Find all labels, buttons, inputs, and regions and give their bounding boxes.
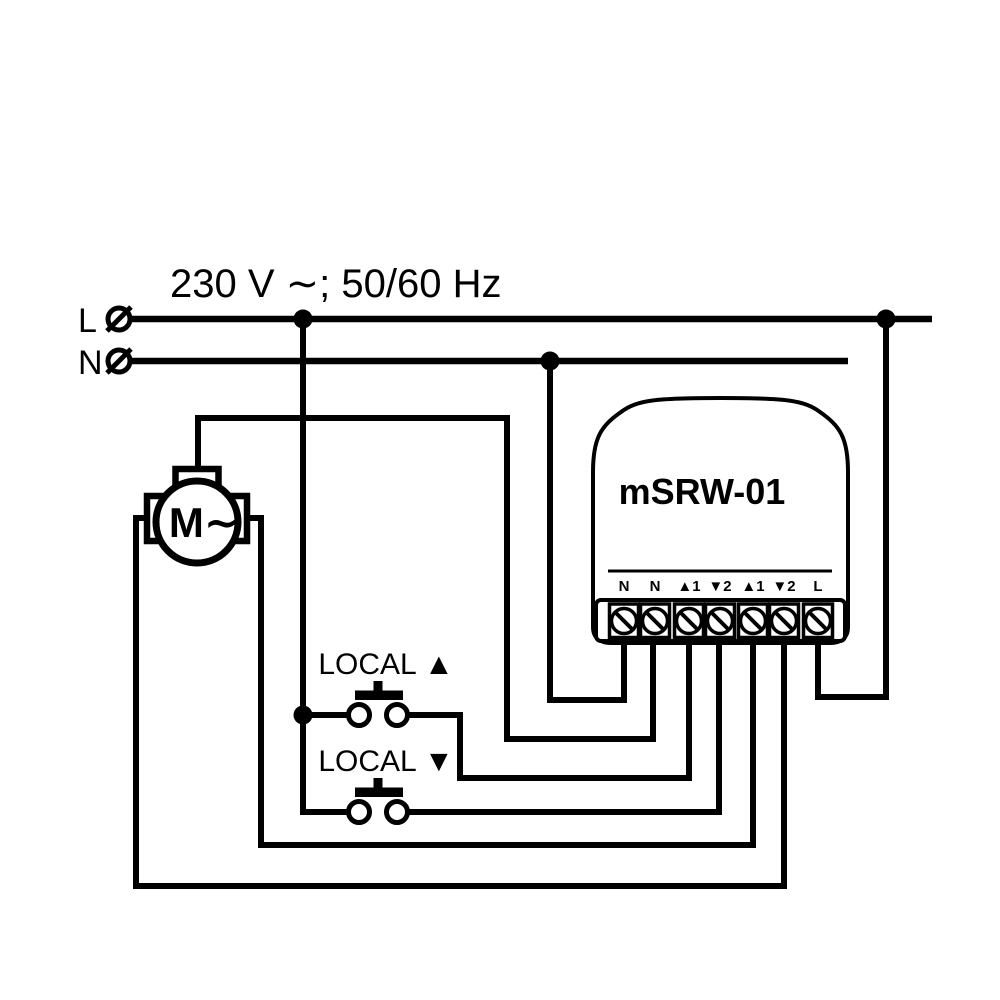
junction-dot bbox=[293, 705, 313, 725]
screw-terminal-icon bbox=[767, 602, 801, 640]
screw-terminal-icon bbox=[607, 602, 641, 640]
device-msrw01: mSRW-01 N N ▲1 ▼2 ▲1 ▼2 L bbox=[591, 395, 850, 645]
wire-live-to-buttons bbox=[300, 319, 349, 815]
contact-circle bbox=[346, 799, 372, 825]
screw-terminal-icon bbox=[638, 602, 672, 640]
wire-local-up-to-terminal-up1 bbox=[407, 630, 692, 781]
motor-icon: M∼ bbox=[143, 465, 251, 567]
live-bus-label: L bbox=[78, 302, 97, 340]
terminal-label-up1: ▲1 bbox=[677, 578, 700, 595]
junction-dot bbox=[540, 351, 560, 371]
live-wire-end-icon bbox=[105, 305, 133, 333]
junction-dot bbox=[876, 309, 896, 329]
wire-motor-common-to-terminal-n2 bbox=[195, 415, 656, 742]
pushbutton-stem bbox=[373, 778, 383, 789]
junction-dot bbox=[293, 309, 313, 329]
wire-motor-down-winding bbox=[133, 515, 787, 889]
neutral-bus-label: N bbox=[78, 344, 103, 382]
screw-terminal-icon bbox=[703, 602, 737, 640]
motor-body bbox=[152, 477, 242, 567]
supply-rating-label: 230 V ∼; 50/60 Hz bbox=[170, 262, 501, 306]
pushbutton-bar bbox=[355, 787, 403, 797]
local-up-label: LOCAL ▲ bbox=[318, 648, 453, 681]
contact-circle bbox=[346, 702, 372, 728]
neutral-wire-end-icon bbox=[105, 347, 133, 375]
screw-terminals bbox=[607, 602, 835, 640]
screw-terminal-icon bbox=[801, 602, 835, 640]
contact-circle bbox=[384, 702, 410, 728]
local-down-label: LOCAL ▼ bbox=[318, 745, 453, 778]
screw-terminal-icon bbox=[736, 602, 770, 640]
pushbutton-bar bbox=[355, 690, 403, 700]
screw-terminal-icon bbox=[672, 602, 706, 640]
local-up-button-icon bbox=[346, 681, 410, 728]
terminal-label-down2: ▼2 bbox=[708, 578, 731, 595]
terminal-label-n1: N bbox=[619, 578, 630, 595]
motor-label: M∼ bbox=[169, 499, 239, 546]
terminal-label-n2: N bbox=[650, 578, 661, 595]
terminal-label-down2b: ▼2 bbox=[772, 578, 795, 595]
wire-terminal-l-to-live-bus bbox=[815, 319, 889, 700]
device-name: mSRW-01 bbox=[619, 471, 786, 512]
wire-local-down-to-terminal-down2 bbox=[407, 630, 722, 815]
terminal-label-up1b: ▲1 bbox=[741, 578, 764, 595]
wire-neutral-to-terminal-n1 bbox=[547, 361, 627, 703]
contact-circle bbox=[384, 799, 410, 825]
terminal-label-l: L bbox=[813, 578, 822, 595]
wire-motor-up-winding bbox=[244, 515, 756, 848]
local-down-button-icon bbox=[346, 778, 410, 825]
pushbutton-stem bbox=[373, 681, 383, 692]
